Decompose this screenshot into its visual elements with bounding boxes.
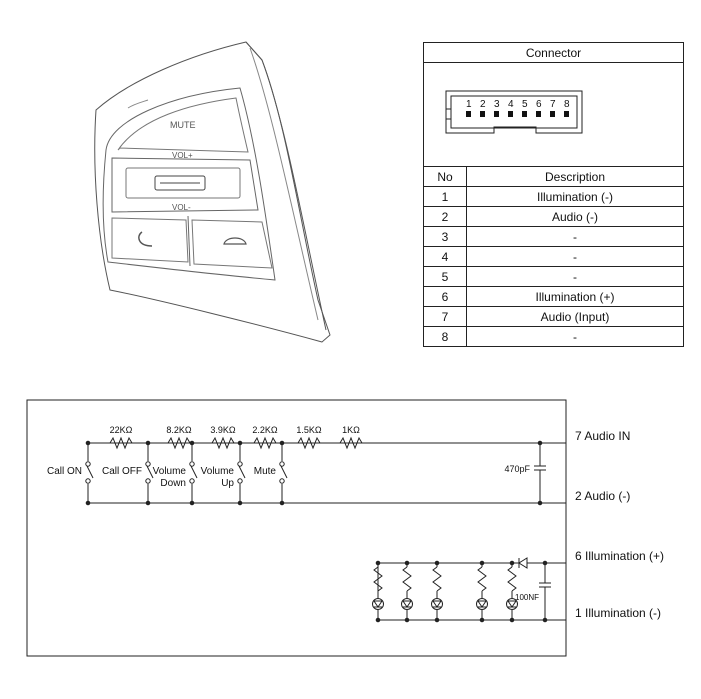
terminal-audio-minus: 2 Audio (-) (575, 489, 630, 503)
resistor-value: 3.9KΩ (210, 425, 236, 435)
switch-blade (190, 465, 198, 479)
switch-contact (279, 461, 285, 467)
resistor (211, 436, 235, 450)
diode (518, 557, 528, 569)
switch-contact (189, 461, 195, 467)
pin-label: 5 (522, 99, 528, 110)
terminal-illum-minus: 1 Illumination (-) (575, 606, 661, 620)
switch-label: Call ON (47, 466, 82, 477)
junction-dot (404, 617, 410, 623)
resistor (297, 436, 321, 450)
led-resistor (432, 566, 442, 592)
resistor-value: 8.2KΩ (166, 425, 192, 435)
resistor (109, 436, 133, 450)
pin-description: - (466, 326, 684, 347)
col-no-header: No (423, 166, 467, 187)
switch-label: Volume (201, 466, 235, 477)
pin-number: 8 (423, 326, 467, 347)
led-symbol (373, 600, 383, 608)
pin-label: 4 (508, 99, 514, 110)
switch-label: Volume (153, 466, 187, 477)
capacitor-label: 470pF (504, 464, 530, 474)
schematic-frame (26, 399, 567, 657)
switch-contact (189, 478, 195, 484)
junction-dot (542, 560, 548, 566)
junction-dot (537, 440, 543, 446)
mute-label: MUTE (170, 120, 196, 130)
resistor-value: 2.2KΩ (252, 425, 278, 435)
junction-dot (509, 617, 515, 623)
switch-contact (279, 478, 285, 484)
pin-label: 3 (494, 99, 500, 110)
pin-contact (550, 111, 555, 117)
vol-up-label: VOL+ (172, 151, 193, 160)
switch-blade (86, 465, 94, 479)
pin-label: 7 (550, 99, 556, 110)
connector-title: Connector (423, 42, 684, 63)
pin-description: Audio (-) (466, 206, 684, 227)
pin-contact (466, 111, 471, 117)
terminal-audio-in: 7 Audio IN (575, 429, 630, 443)
switch-contact (85, 478, 91, 484)
switch-blade (280, 465, 288, 479)
led-symbol (507, 600, 517, 608)
pin-description: Illumination (-) (466, 186, 684, 207)
switch-contact (85, 461, 91, 467)
switch-label: Mute (254, 466, 277, 477)
resistor (339, 436, 363, 450)
switch-label: Call OFF (102, 466, 142, 477)
resistor (167, 436, 191, 450)
switch-blade (238, 465, 246, 479)
pin-contact (536, 111, 541, 117)
resistor-value: 1KΩ (342, 425, 360, 435)
led-resistor (373, 566, 383, 592)
junction-dot (542, 617, 548, 623)
switch-contact (145, 461, 151, 467)
pin-label: 8 (564, 99, 570, 110)
resistor-value: 1.5KΩ (296, 425, 322, 435)
switch-contact (145, 478, 151, 484)
junction-dot (434, 617, 440, 623)
pin-contact (494, 111, 499, 117)
pin-label: 6 (536, 99, 542, 110)
led-resistor (402, 566, 412, 592)
led-symbol (432, 600, 442, 608)
pin-label: 1 (466, 99, 472, 110)
led-symbol (402, 600, 412, 608)
led-resistor (477, 566, 487, 592)
pin-contact (508, 111, 513, 117)
junction-dot (479, 617, 485, 623)
switch-blade (146, 465, 154, 479)
switch-contact (237, 478, 243, 484)
connector-row: 8- (423, 326, 684, 347)
led-resistor (507, 566, 517, 592)
switch-label: Down (160, 478, 186, 489)
resistor-value: 22KΩ (110, 425, 133, 435)
pin-contact (564, 111, 569, 117)
junction-dot (375, 617, 381, 623)
resistor (253, 436, 277, 450)
capacitor-label: 100NF (515, 593, 539, 602)
pin-contact (522, 111, 527, 117)
junction-dot (537, 500, 543, 506)
switch-label: Up (221, 478, 234, 489)
led-symbol (477, 600, 487, 608)
vol-down-label: VOL- (172, 203, 191, 212)
terminal-illum-plus: 6 Illumination (+) (575, 549, 664, 563)
pin-label: 2 (480, 99, 486, 110)
pin-contact (480, 111, 485, 117)
switch-contact (237, 461, 243, 467)
